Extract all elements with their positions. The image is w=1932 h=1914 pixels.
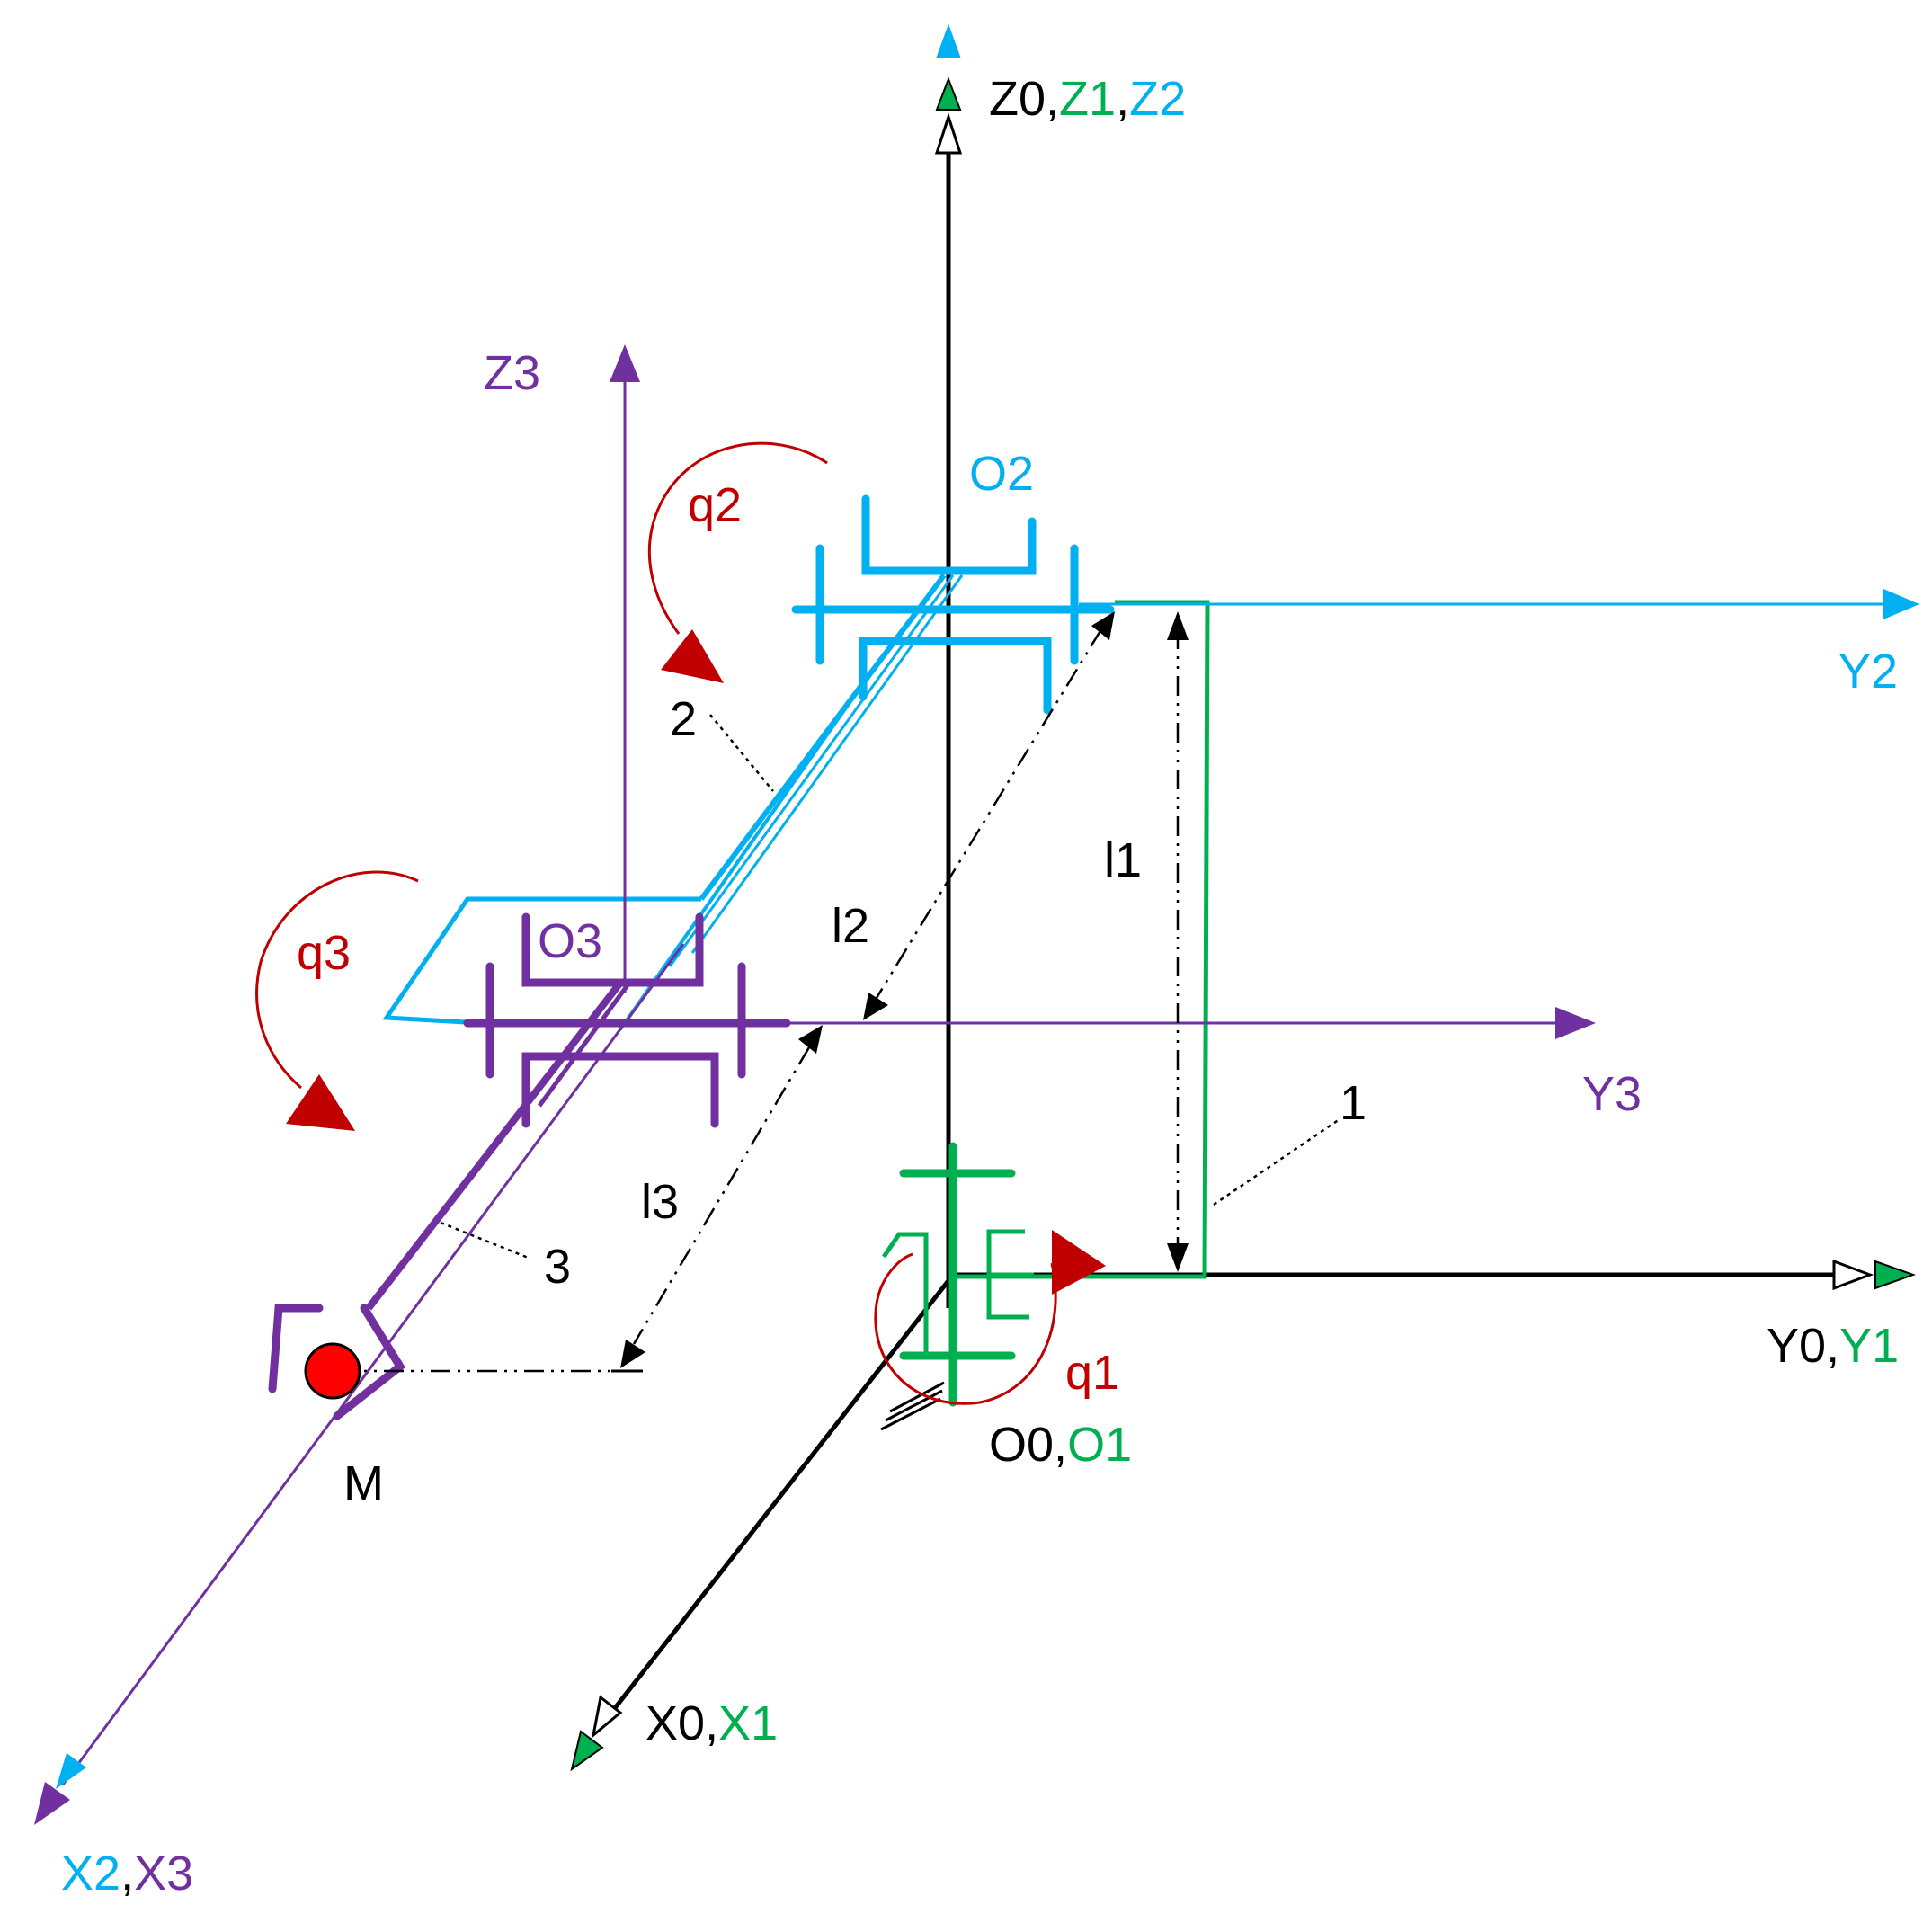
x1-arrowhead: [570, 1730, 604, 1772]
labels: Z0,Z1,Z2 Y0,Y1 X0,X1 X2,X3 O0,O1 Y2 Y3 Z…: [61, 72, 1899, 1901]
l3-arrow-bottom: [620, 1340, 645, 1368]
q1-arrowhead: [1052, 1230, 1106, 1295]
gripper-right-jaw: [333, 1304, 405, 1420]
link1-leader: [1213, 1117, 1340, 1206]
x0-arrowhead: [591, 1695, 623, 1739]
joint3-upper-bracket: [521, 912, 704, 987]
x0-axis: [610, 1273, 955, 1714]
link2-inner-edge-b: [690, 574, 964, 954]
link3-body: [365, 980, 624, 1311]
link3: [34, 344, 1596, 1825]
gripper-left-jaw: [268, 1304, 324, 1393]
y2-label: Y2: [1839, 645, 1898, 699]
ground-hatch: [889, 1381, 945, 1413]
link1-label: 1: [1340, 1076, 1367, 1130]
point-m-label: M: [343, 1456, 384, 1510]
link3-label: 3: [544, 1240, 571, 1294]
o2-label: O2: [969, 447, 1034, 501]
link2-plate: [382, 896, 701, 1026]
x3-arrowhead: [34, 1782, 70, 1825]
q3-arrowhead: [286, 1074, 355, 1131]
link2-leader: [709, 714, 774, 792]
l2-arrow-bottom: [863, 993, 888, 1020]
base-frame: [570, 23, 1916, 1772]
q2-arrowhead: [661, 629, 724, 683]
link2-inner-edge-a: [668, 574, 955, 967]
link3-edge: [537, 981, 632, 1108]
link1-bearing-left: [881, 1232, 929, 1353]
x23-axes-label: X2,X3: [61, 1847, 193, 1901]
y0-arrowhead: [1832, 1259, 1874, 1291]
q1-arc: [874, 1252, 1057, 1405]
ground-hatch: [880, 1397, 941, 1431]
z1-arrowhead: [935, 76, 962, 111]
origin01-label: O0,O1: [989, 1418, 1132, 1472]
z3-arrowhead: [610, 344, 640, 382]
l3-arrow-top: [798, 1025, 823, 1054]
y2-arrowhead: [1883, 589, 1919, 619]
l2-dimension: [875, 628, 1103, 999]
link2-label: 2: [670, 692, 697, 746]
ground-hatch: [885, 1389, 943, 1422]
l1-arrow-top: [1167, 611, 1189, 640]
y1-arrowhead: [1874, 1260, 1916, 1290]
link2-inner-edge-c: [619, 681, 865, 1031]
rotations: [255, 441, 1106, 1405]
y3-label: Y3: [1582, 1067, 1642, 1121]
l3-dimension: [632, 1046, 811, 1345]
dimensions: [337, 611, 1340, 1373]
x23-axis: [61, 943, 685, 1785]
z3-label: Z3: [484, 346, 540, 400]
x01-axes-label: X0,X1: [645, 1696, 778, 1750]
l2-arrow-top: [1091, 611, 1115, 640]
z2-arrowhead: [936, 23, 961, 58]
l2-label: l2: [832, 899, 869, 953]
q2-label: q2: [688, 478, 742, 532]
joint2-lower-bracket: [859, 637, 1052, 715]
x2-arrowhead: [56, 1753, 86, 1789]
q3-arc: [255, 870, 419, 1090]
z0-arrowhead: [934, 112, 963, 155]
point-m: [304, 1342, 361, 1400]
link2: [382, 494, 1919, 1031]
q1-label: q1: [1065, 1346, 1119, 1400]
o3-label: O3: [538, 914, 602, 968]
z-axes-label: Z0,Z1,Z2: [989, 72, 1186, 126]
joint3-lower-bracket: [521, 1052, 719, 1128]
l3-label: l3: [641, 1175, 679, 1229]
y3-arrowhead: [1555, 1007, 1596, 1039]
q3-label: q3: [297, 926, 351, 980]
l1-arrow-bottom: [1167, 1243, 1189, 1272]
q2-arc: [647, 441, 828, 635]
y01-axes-label: Y0,Y1: [1767, 1319, 1899, 1373]
joint2-upper-bracket: [861, 494, 1037, 575]
link2-outer-edge: [699, 574, 947, 901]
l1-label: l1: [1104, 833, 1142, 887]
